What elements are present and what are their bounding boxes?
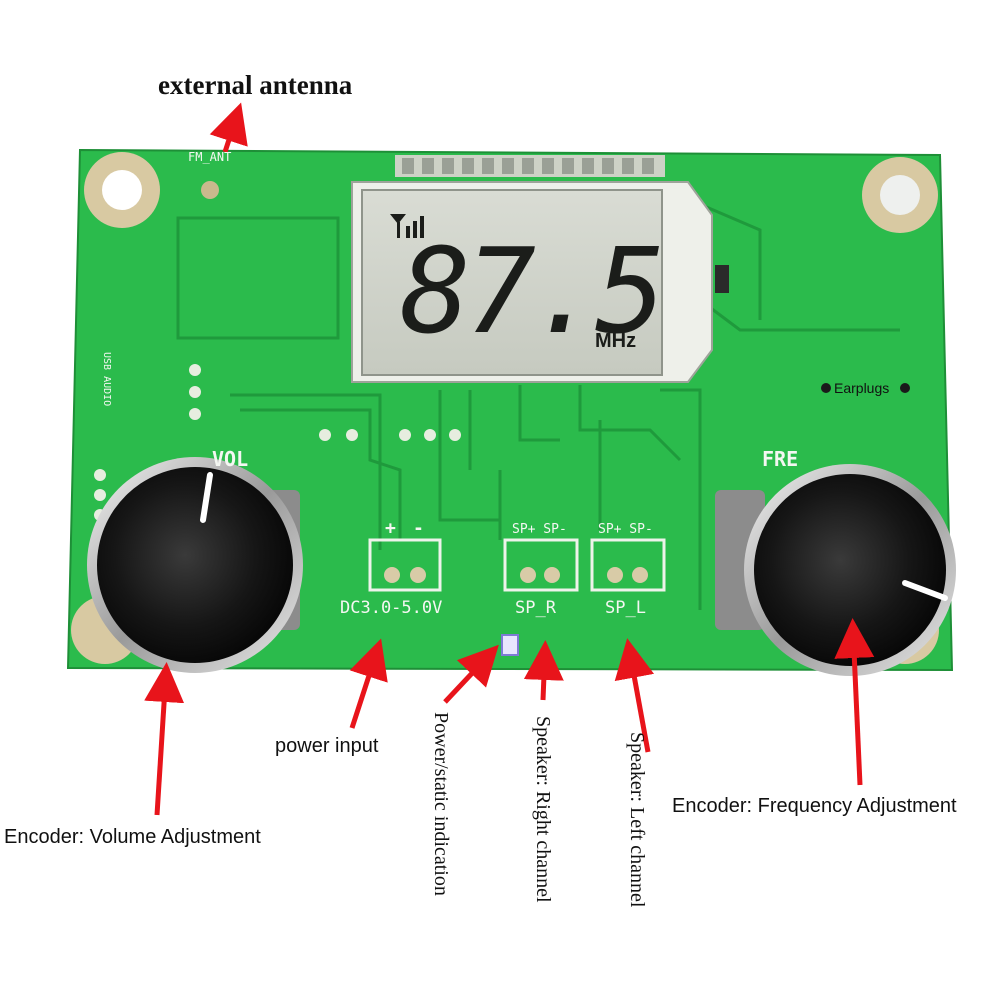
callout-power-static: Power/static indication (430, 712, 452, 896)
frequency-encoder-knob[interactable] (715, 464, 956, 676)
speaker-left-terminal (590, 538, 666, 592)
arrow-speaker-right (523, 640, 564, 701)
component (715, 265, 729, 293)
arrow-speaker-left (614, 638, 655, 753)
arrow-led (443, 644, 499, 704)
callout-encoder-volume: Encoder: Volume Adjustment (4, 826, 261, 848)
lcd-unit: MHz (595, 330, 637, 352)
antenna-pad-label: FM_ANT (188, 150, 232, 164)
arrow-frequency (834, 618, 875, 786)
sp-left-pins-label: SP+ SP- (598, 522, 653, 537)
callout-arrows (144, 102, 875, 816)
power-terminal (368, 538, 442, 592)
earplugs-jack (821, 383, 910, 393)
antenna-signal-icon (390, 214, 424, 238)
arrow-volume (144, 662, 185, 816)
lcd-pins (395, 155, 665, 177)
arrow-antenna (209, 102, 248, 153)
sp-left-label: SP_L (605, 598, 646, 618)
callout-power-input: power input (275, 735, 379, 757)
sp-right-label: SP_R (515, 598, 556, 618)
vias (94, 181, 461, 521)
volume-encoder-knob[interactable] (87, 457, 303, 673)
callout-external-antenna: external antenna (158, 70, 353, 100)
speaker-right-terminal (503, 538, 579, 592)
callout-speaker-left: Speaker: Left channel (626, 732, 648, 908)
lcd-display (351, 181, 713, 383)
usb-audio-label: USB AUDIO (101, 352, 112, 407)
pcb-traces (176, 198, 900, 610)
callout-speaker-right: Speaker: Right channel (532, 716, 554, 903)
arrow-power (349, 638, 388, 729)
power-spec-label: DC3.0-5.0V (340, 598, 443, 618)
power-minus-label: - (413, 518, 424, 539)
vol-label: VOL (212, 447, 249, 471)
earplugs-label: Earplugs (834, 380, 890, 396)
fre-label: FRE (762, 447, 799, 471)
power-plus-label: + (385, 518, 396, 539)
status-led (501, 634, 519, 656)
sp-right-pins-label: SP+ SP- (512, 522, 567, 537)
lcd-frequency: 87.5 (400, 222, 666, 360)
callout-encoder-frequency: Encoder: Frequency Adjustment (672, 795, 957, 817)
